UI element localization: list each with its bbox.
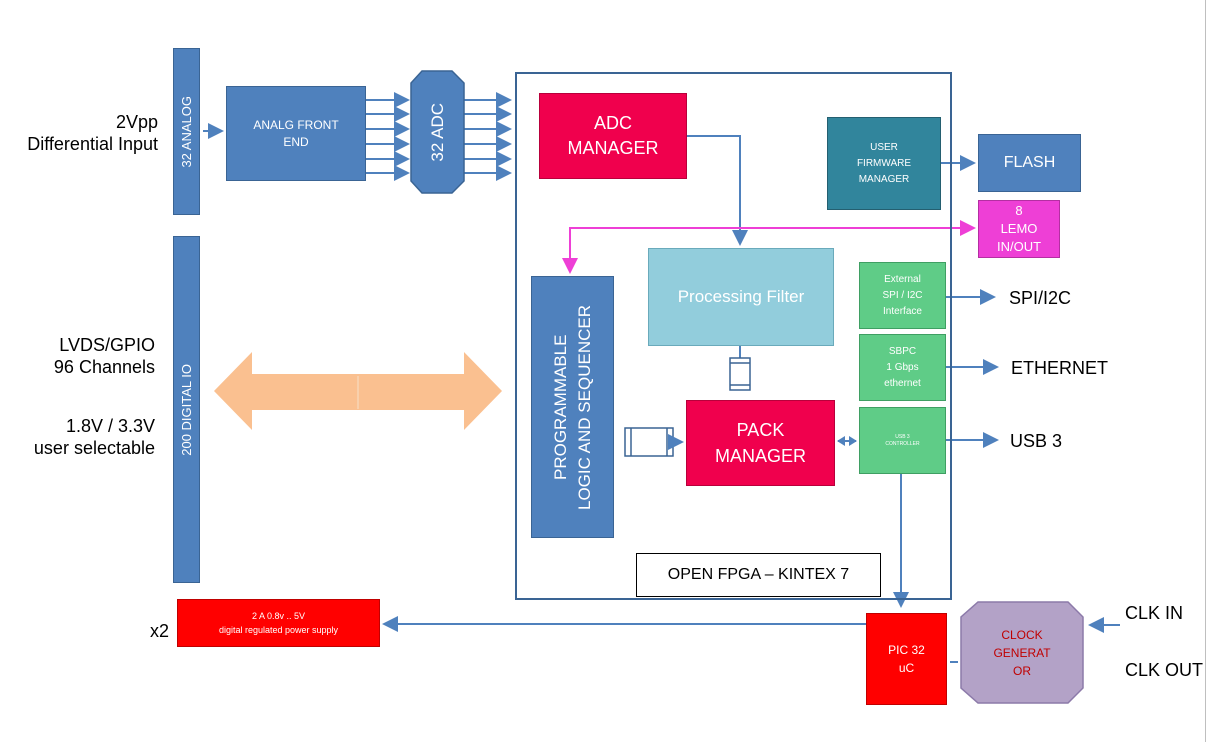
- clock-generator-shape: [960, 601, 1084, 704]
- sbpc-ethernet-block: SBPC 1 Gbps ethernet: [859, 334, 946, 401]
- user-firmware-manager-block: USER FIRMWARE MANAGER: [827, 117, 941, 210]
- usb-output-label: USB 3: [1010, 431, 1063, 451]
- processing-filter-block: Processing Filter: [648, 248, 834, 346]
- spi-interface-block: External SPI / I2C Interface: [859, 262, 946, 329]
- pack-manager-block: PACK MANAGER: [686, 400, 835, 486]
- lemo-text: 8 LEMO IN/OUT: [996, 203, 1042, 254]
- adc-text: 32 ADC: [427, 102, 447, 162]
- processing-filter-text: Processing Filter: [677, 287, 805, 306]
- fpga-name-text: OPEN FPGA – KINTEX 7: [667, 566, 850, 583]
- lvds-channels-label: LVDS/GPIO 96 Channels: [53, 335, 155, 377]
- lemo-block: 8 LEMO IN/OUT: [978, 200, 1060, 258]
- usb-controller-text: USB 3 CONTROLLER: [885, 433, 920, 447]
- analog-front-end-block: ANALG FRONT END: [226, 86, 366, 181]
- adc-manager-block: ADC MANAGER: [539, 93, 687, 179]
- analog-channels-bar: 32 ANALOG: [173, 48, 200, 215]
- power-supply-text: 2 A 0.8v .. 5V digital regulated power s…: [218, 611, 339, 635]
- power-supply-block: 2 A 0.8v .. 5V digital regulated power s…: [177, 599, 380, 647]
- programmable-logic-text: PROGRAMMABLE LOGIC AND SEQUENCER: [550, 304, 594, 510]
- flash-text: FLASH: [1003, 154, 1056, 171]
- digital-io-bar: 200 DIGITAL IO: [173, 236, 200, 583]
- adc-manager-text: ADC MANAGER: [567, 113, 659, 158]
- sbpc-ethernet-text: SBPC 1 Gbps ethernet: [884, 345, 921, 389]
- pic32-block: PIC 32 uC: [866, 613, 947, 705]
- clk-in-label: CLK IN: [1125, 603, 1184, 623]
- clock-generator-block: CLOCK GENERAT OR: [961, 602, 1083, 703]
- voltage-label: 1.8V / 3.3V user selectable: [33, 416, 155, 458]
- analog-input-label: 2Vpp Differential Input: [27, 112, 158, 154]
- ethernet-output-label: ETHERNET: [1011, 358, 1109, 378]
- adc-block: 32 ADC: [411, 71, 464, 193]
- page-right-border: [1205, 0, 1206, 742]
- flash-block: FLASH: [978, 134, 1081, 192]
- spi-output-label: SPI/I2C: [1009, 288, 1072, 308]
- fpga-outline: [515, 72, 952, 600]
- power-multiplier-label: x2: [150, 621, 170, 641]
- pack-manager-text: PACK MANAGER: [714, 420, 806, 466]
- analog-front-end-text: ANALG FRONT END: [253, 117, 339, 149]
- spi-interface-text: External SPI / I2C Interface: [882, 273, 923, 317]
- fpga-name-label: OPEN FPGA – KINTEX 7: [636, 553, 881, 597]
- clock-generator-text: CLOCK GENERAT OR: [993, 627, 1051, 678]
- clk-out-label: CLK OUT: [1125, 660, 1204, 680]
- user-firmware-manager-text: USER FIRMWARE MANAGER: [856, 141, 912, 185]
- adc-block-shape: [410, 70, 465, 194]
- pic32-text: PIC 32 uC: [888, 643, 925, 675]
- programmable-logic-block: PROGRAMMABLE LOGIC AND SEQUENCER: [531, 276, 614, 538]
- usb-controller-block: USB 3 CONTROLLER: [859, 407, 946, 474]
